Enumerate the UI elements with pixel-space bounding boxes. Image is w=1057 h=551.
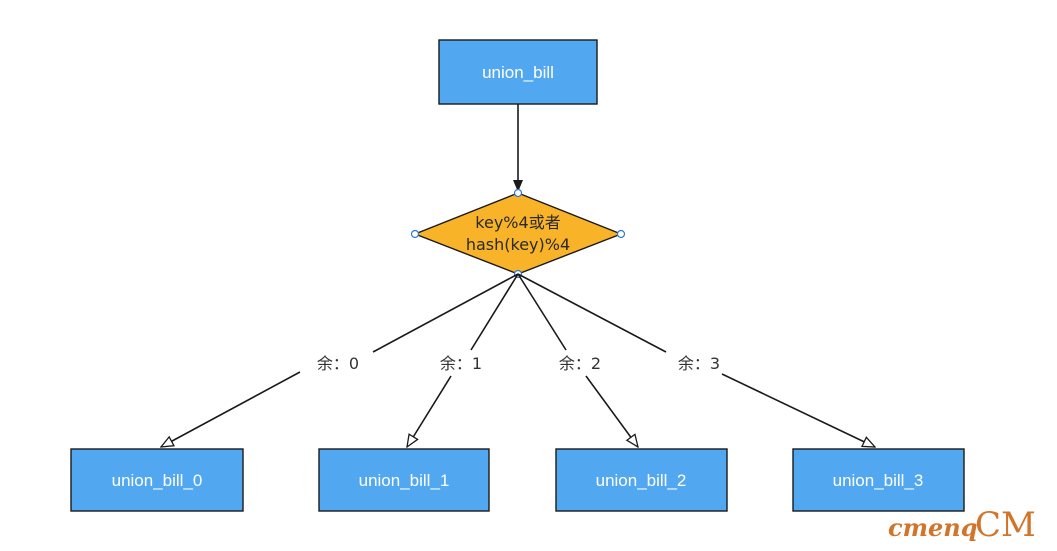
watermark-prefix: cmenq xyxy=(888,513,978,542)
child-node-0-label: union_bill_0 xyxy=(112,471,203,490)
edge-branch-3 xyxy=(517,273,875,447)
decision-diamond xyxy=(413,192,623,275)
edge-label-3: 余：3 xyxy=(678,354,720,373)
edge-label-1: 余：1 xyxy=(440,354,482,373)
child-node-0-box xyxy=(70,448,244,512)
root-node[interactable]: union_bill xyxy=(438,39,598,105)
child-node-1[interactable]: union_bill_1 xyxy=(318,448,490,512)
edge-label-2: 余：2 xyxy=(559,354,601,373)
root-node-box xyxy=(438,39,598,105)
child-node-1-label: union_bill_1 xyxy=(359,471,450,490)
child-node-2[interactable]: union_bill_2 xyxy=(555,448,728,512)
child-node-2-box xyxy=(555,448,728,512)
connection-handle-top[interactable] xyxy=(513,188,523,198)
root-node-label: union_bill xyxy=(482,63,554,82)
edge-label-0: 余：0 xyxy=(317,354,359,373)
edge-branch-2 xyxy=(517,273,638,447)
edge-branch-0 xyxy=(161,273,519,447)
decision-label-line2: hash(key)%4 xyxy=(466,235,570,254)
decision-node[interactable]: key%4或者 hash(key)%4 xyxy=(410,188,626,279)
watermark-logo: cmenq CM xyxy=(888,505,1036,545)
child-node-3[interactable]: union_bill_3 xyxy=(792,448,965,512)
connection-handle-right[interactable] xyxy=(616,229,626,239)
connection-handle-left[interactable] xyxy=(410,229,420,239)
child-node-1-box xyxy=(318,448,490,512)
child-node-0[interactable]: union_bill_0 xyxy=(70,448,244,512)
child-node-2-label: union_bill_2 xyxy=(596,471,687,490)
edge-branch-1 xyxy=(407,273,519,447)
watermark-suffix: CM xyxy=(975,505,1036,545)
decision-label-line1: key%4或者 xyxy=(475,213,560,232)
child-node-3-box xyxy=(792,448,965,512)
child-node-3-label: union_bill_3 xyxy=(833,471,924,490)
